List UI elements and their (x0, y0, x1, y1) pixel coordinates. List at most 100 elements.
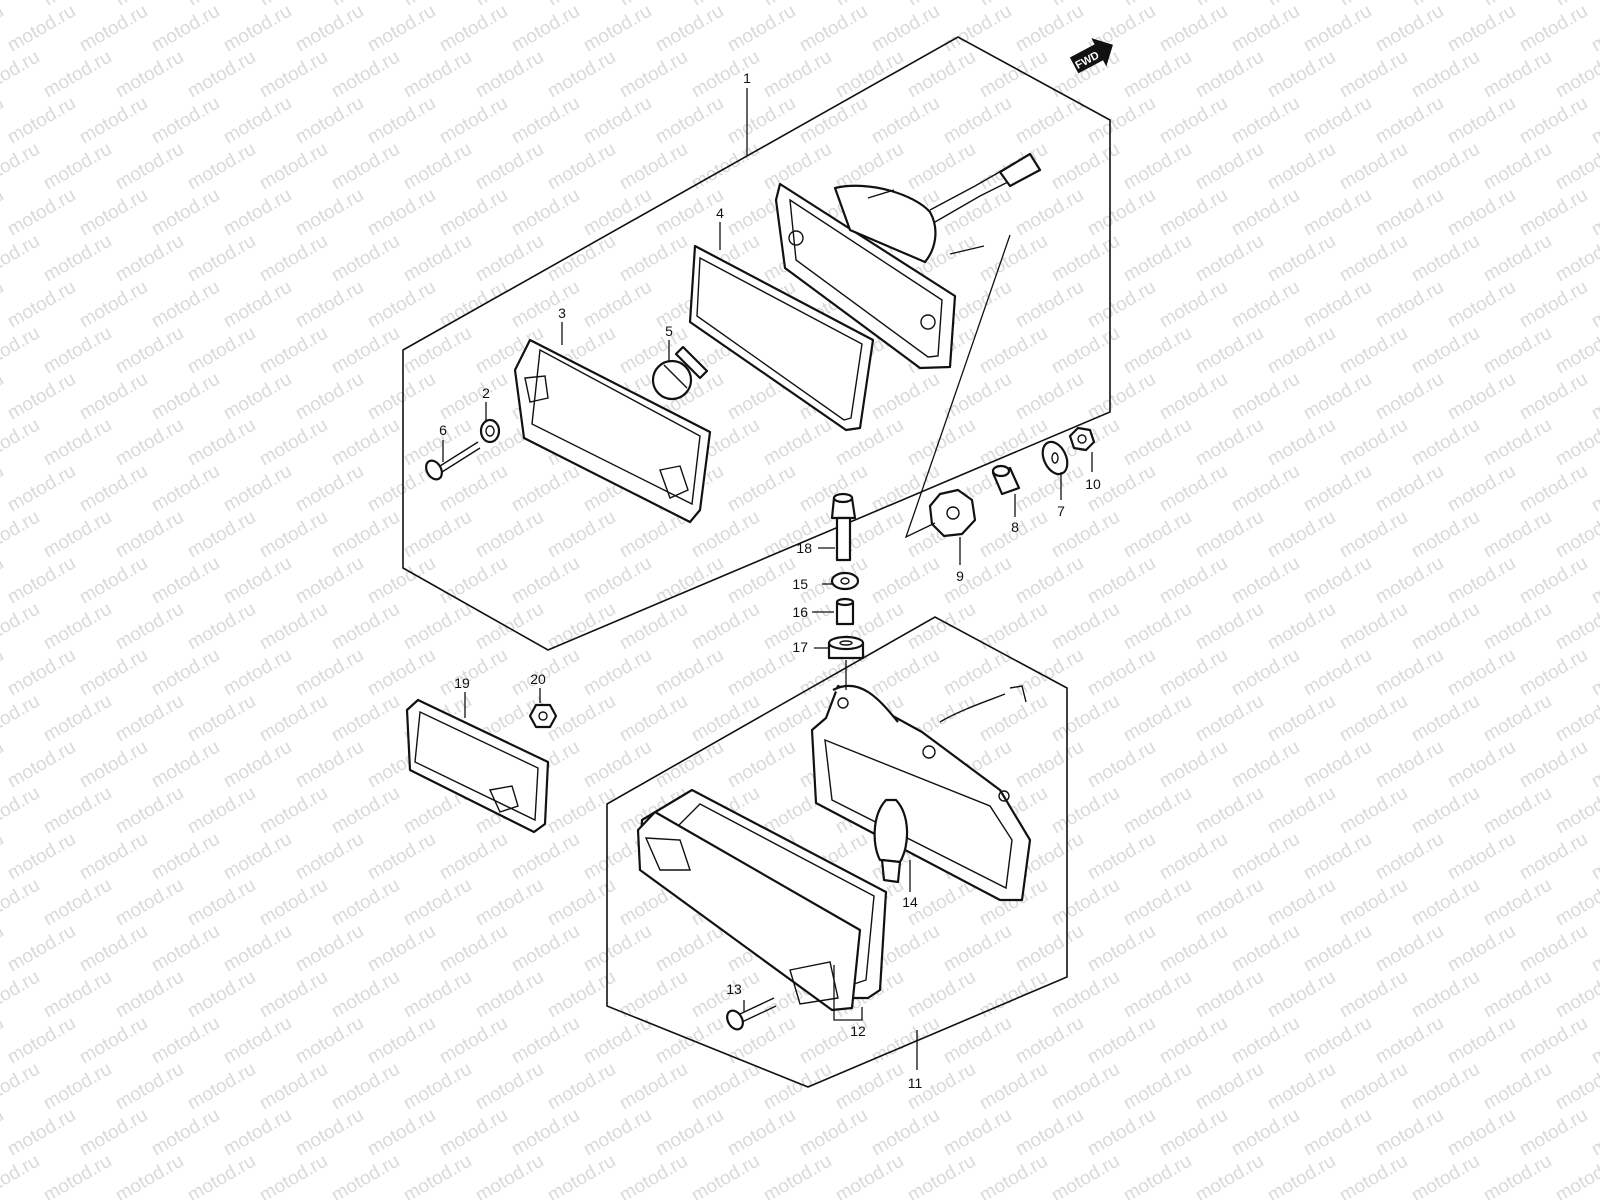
watermark-text: motod.ru (400, 1059, 475, 1115)
watermark-text: motod.ru (580, 185, 655, 241)
callout-2: 2 (482, 385, 490, 401)
watermark-text: motod.ru (364, 93, 439, 149)
watermark-text: motod.ru (1444, 1, 1519, 57)
watermark-text: motod.ru (544, 0, 619, 10)
watermark-text: motod.ru (1408, 967, 1483, 1023)
watermark-text: motod.ru (292, 277, 367, 333)
watermark-text: motod.ru (1048, 875, 1123, 931)
watermark-text: motod.ru (1264, 1151, 1339, 1200)
watermark-text: motod.ru (1588, 1013, 1600, 1069)
watermark-text: motod.ru (1444, 461, 1519, 517)
watermark-text: motod.ru (40, 507, 115, 563)
watermark-text: motod.ru (436, 829, 511, 885)
watermark-text: motod.ru (1048, 323, 1123, 379)
watermark-text: motod.ru (328, 875, 403, 931)
watermark-text: motod.ru (1012, 369, 1087, 425)
watermark-text: motod.ru (148, 461, 223, 517)
watermark-text: motod.ru (1228, 1, 1303, 57)
watermark-text: motod.ru (616, 47, 691, 103)
watermark-text: motod.ru (1012, 1, 1087, 57)
watermark-text: motod.ru (1444, 1197, 1519, 1200)
watermark-text: motod.ru (436, 1197, 511, 1200)
watermark-text: motod.ru (1192, 231, 1267, 287)
callout-18: 18 (796, 540, 812, 556)
watermark-text: motod.ru (1156, 93, 1231, 149)
watermark-text: motod.ru (0, 277, 7, 333)
watermark-text: motod.ru (0, 369, 7, 425)
watermark-text: motod.ru (1588, 1105, 1600, 1161)
watermark-text: motod.ru (1120, 231, 1195, 287)
watermark-text: motod.ru (400, 875, 475, 931)
watermark-text: motod.ru (688, 139, 763, 195)
watermark-text: motod.ru (976, 0, 1051, 10)
watermark-text: motod.ru (1372, 1105, 1447, 1161)
watermark-text: motod.ru (724, 93, 799, 149)
callout-6: 6 (439, 422, 447, 438)
watermark-text: motod.ru (328, 691, 403, 747)
watermark-text: motod.ru (508, 921, 583, 977)
watermark-text: motod.ru (544, 139, 619, 195)
watermark-text: motod.ru (328, 0, 403, 10)
watermark-text: motod.ru (1516, 553, 1591, 609)
watermark-text: motod.ru (148, 1197, 223, 1200)
watermark-text: motod.ru (1156, 921, 1231, 977)
watermark-text: motod.ru (256, 783, 331, 839)
watermark-text: motod.ru (112, 323, 187, 379)
watermark-text: motod.ru (472, 1059, 547, 1115)
watermark-text: motod.ru (508, 829, 583, 885)
watermark-text: motod.ru (472, 507, 547, 563)
watermark-text: motod.ru (1156, 829, 1231, 885)
watermark-text: motod.ru (0, 829, 7, 885)
watermark-text: motod.ru (1552, 323, 1600, 379)
watermark-text: motod.ru (364, 921, 439, 977)
watermark-text: motod.ru (184, 415, 259, 471)
watermark-text: motod.ru (1192, 691, 1267, 747)
watermark-text: motod.ru (400, 967, 475, 1023)
watermark-text: motod.ru (1192, 875, 1267, 931)
watermark-text: motod.ru (220, 1197, 295, 1200)
watermark-text: motod.ru (1480, 875, 1555, 931)
watermark-text: motod.ru (400, 599, 475, 655)
watermark-text: motod.ru (1300, 369, 1375, 425)
watermark-text: motod.ru (184, 47, 259, 103)
watermark-text: motod.ru (76, 369, 151, 425)
watermark-text: motod.ru (1120, 139, 1195, 195)
watermark-text: motod.ru (40, 967, 115, 1023)
watermark-text: motod.ru (220, 185, 295, 241)
watermark-text: motod.ru (868, 645, 943, 701)
bulb-5 (651, 345, 709, 401)
watermark-text: motod.ru (940, 921, 1015, 977)
watermark-text: motod.ru (1408, 415, 1483, 471)
watermark-text: motod.ru (1372, 1013, 1447, 1069)
watermark-text: motod.ru (4, 645, 79, 701)
watermark-text: motod.ru (184, 1059, 259, 1115)
watermark-text: motod.ru (1192, 599, 1267, 655)
watermark-text: motod.ru (328, 1059, 403, 1115)
watermark-text: motod.ru (1480, 415, 1555, 471)
watermark-text: motod.ru (832, 0, 907, 10)
watermark-text: motod.ru (184, 1151, 259, 1200)
watermark-text: motod.ru (1444, 1105, 1519, 1161)
watermark-text: motod.ru (1120, 967, 1195, 1023)
watermark-text: motod.ru (292, 645, 367, 701)
watermark-text: motod.ru (1552, 415, 1600, 471)
watermark-text: motod.ru (1012, 921, 1087, 977)
watermark-text: motod.ru (112, 691, 187, 747)
watermark-text: motod.ru (688, 507, 763, 563)
watermark-text: motod.ru (220, 1, 295, 57)
watermark-text: motod.ru (1084, 921, 1159, 977)
watermark-text: motod.ru (1336, 231, 1411, 287)
watermark-text: motod.ru (1120, 1151, 1195, 1200)
watermark-text: motod.ru (724, 645, 799, 701)
watermark-text: motod.ru (868, 1197, 943, 1200)
watermark-text: motod.ru (76, 277, 151, 333)
watermark-text: motod.ru (0, 1151, 43, 1200)
callout-4: 4 (716, 205, 724, 221)
watermark-text: motod.ru (1048, 1059, 1123, 1115)
watermark-text: motod.ru (1192, 507, 1267, 563)
watermark-text: motod.ru (0, 461, 7, 517)
watermark-text: motod.ru (1516, 829, 1591, 885)
watermark-text: motod.ru (760, 1151, 835, 1200)
watermark-text: motod.ru (400, 47, 475, 103)
watermark-text: motod.ru (1336, 783, 1411, 839)
